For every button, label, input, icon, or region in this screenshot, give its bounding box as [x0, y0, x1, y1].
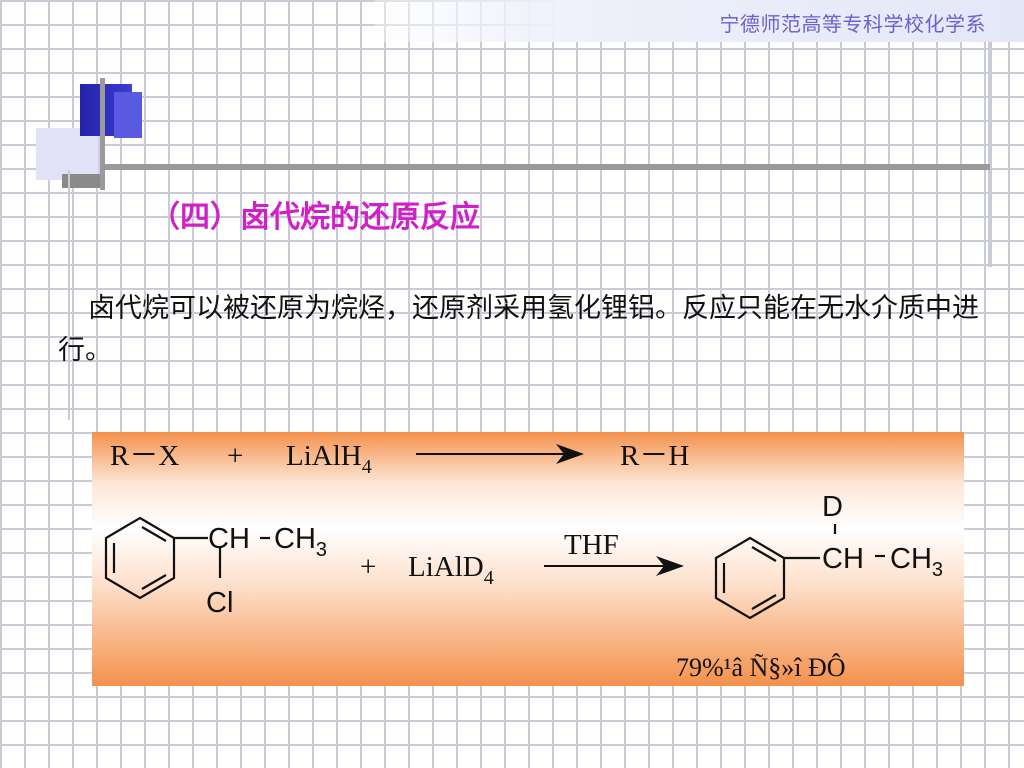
r1-reagent: LiAlH4: [286, 440, 372, 478]
reaction-box: R－X + LiAlH4 R－H CH CH3 Cl + LiAlD4 THF: [92, 432, 964, 686]
decor-horizontal-rule: [100, 164, 990, 170]
r2-benzene-reactant: [104, 516, 270, 600]
r2-reactant-ch: CH: [208, 523, 250, 555]
r2-plus: +: [360, 551, 376, 583]
r2-condition: THF: [564, 529, 619, 561]
r1-reactant: R－X: [110, 440, 179, 472]
decor-vertical-rule: [100, 78, 105, 190]
decor-lilac-square: [36, 128, 98, 180]
header-title: 宁德师范高等专科学校化学系: [719, 12, 986, 36]
r1-plus: +: [227, 440, 243, 472]
r2-product-d: D: [822, 491, 843, 523]
decor-blue-square-inner: [114, 92, 142, 138]
r2-product-ch3: CH3: [890, 543, 943, 581]
r2-product-ch: CH: [822, 543, 864, 575]
right-rule: [988, 42, 992, 267]
r2-yield: 79%¹â Ñ§»î ÐÔ: [676, 653, 846, 682]
r2-reagent: LiAlD4: [408, 551, 494, 589]
r2-reactant-cl: Cl: [206, 587, 233, 619]
r2-benzene-product: [714, 524, 885, 620]
header-band: [375, 0, 1024, 42]
decor-left-rule: [68, 170, 70, 420]
decor-gray-block: [62, 174, 104, 188]
section-title: （四）卤代烷的还原反应: [150, 200, 480, 235]
r2-reactant-ch3: CH3: [274, 523, 327, 561]
body-text: 卤代烷可以被还原为烷烃，还原剂采用氢化锂铝。反应只能在无水介质中进行。: [58, 293, 979, 366]
reaction-scheme: R－X + LiAlH4 R－H CH CH3 Cl + LiAlD4 THF: [104, 440, 943, 682]
r1-product: R－H: [620, 440, 689, 472]
